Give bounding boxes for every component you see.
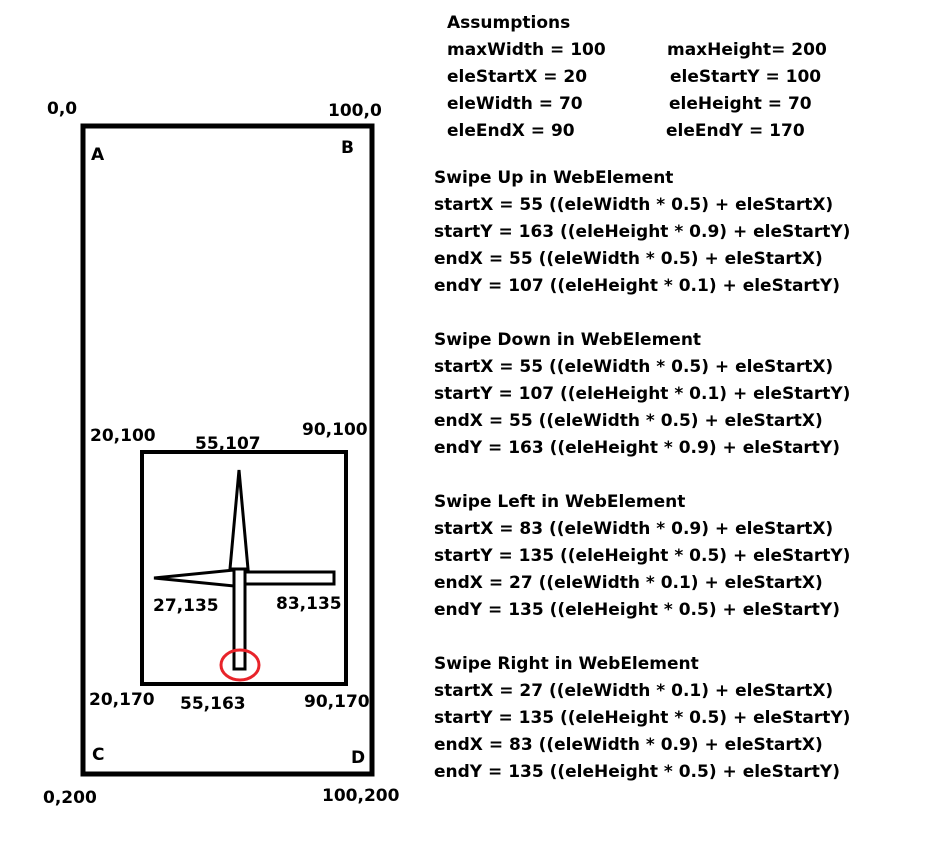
swipe-right-bar — [243, 570, 336, 586]
swipe-left-title: Swipe Left in WebElement — [434, 492, 686, 512]
assumption-right-3: eleHeight = 70 — [669, 94, 812, 114]
swipe-left-arrow — [153, 568, 236, 588]
point-label-left: 27,135 — [153, 596, 219, 616]
assumption-left-4: eleEndX = 90 — [447, 121, 575, 141]
swipe-right-line-2: startY = 135 ((eleHeight * 0.5) + eleSta… — [434, 708, 851, 728]
point-label-top: 55,107 — [195, 434, 261, 454]
swipe-right-title: Swipe Right in WebElement — [434, 654, 699, 674]
corner-letter-b: B — [341, 138, 354, 158]
swipe-up-line-1: startX = 55 ((eleWidth * 0.5) + eleStart… — [434, 195, 834, 215]
swipe-left-line-4: endY = 135 ((eleHeight * 0.5) + eleStart… — [434, 600, 841, 620]
swipe-down-title: Swipe Down in WebElement — [434, 330, 702, 350]
swipe-down-line-2: startY = 107 ((eleHeight * 0.1) + eleSta… — [434, 384, 851, 404]
swipe-vertical-shaft — [232, 567, 247, 671]
swipe-down-line-4: endY = 163 ((eleHeight * 0.9) + eleStart… — [434, 438, 841, 458]
start-point-highlight-circle — [219, 648, 261, 682]
swipe-right-line-3: endX = 83 ((eleWidth * 0.9) + eleStartX) — [434, 735, 823, 755]
point-label-right: 83,135 — [276, 594, 342, 614]
assumptions-title: Assumptions — [447, 13, 571, 33]
swipe-right-line-1: startX = 27 ((eleWidth * 0.1) + eleStart… — [434, 681, 834, 701]
corner-label-top-left: 0,0 — [47, 99, 78, 119]
corner-letter-c: C — [92, 745, 105, 765]
device-screen-outline — [80, 123, 375, 777]
element-corner-top-left: 20,100 — [90, 426, 156, 446]
corner-label-bottom-right: 100,200 — [322, 786, 400, 806]
swipe-down-line-1: startX = 55 ((eleWidth * 0.5) + eleStart… — [434, 357, 834, 377]
assumption-right-4: eleEndY = 170 — [666, 121, 805, 141]
corner-letter-d: D — [351, 748, 366, 768]
swipe-up-line-3: endX = 55 ((eleWidth * 0.5) + eleStartX) — [434, 249, 823, 269]
swipe-left-line-1: startX = 83 ((eleWidth * 0.9) + eleStart… — [434, 519, 834, 539]
corner-letter-a: A — [91, 145, 105, 165]
assumption-left-2: eleStartX = 20 — [447, 67, 588, 87]
point-label-bottom: 55,163 — [180, 694, 246, 714]
corner-label-bottom-left: 0,200 — [43, 788, 97, 808]
swipe-down-line-3: endX = 55 ((eleWidth * 0.5) + eleStartX) — [434, 411, 823, 431]
swipe-up-title: Swipe Up in WebElement — [434, 168, 674, 188]
assumption-right-2: eleStartY = 100 — [670, 67, 822, 87]
swipe-left-line-2: startY = 135 ((eleHeight * 0.5) + eleSta… — [434, 546, 851, 566]
swipe-up-arrow — [228, 469, 250, 571]
assumption-left-3: eleWidth = 70 — [447, 94, 583, 114]
element-corner-bottom-right: 90,170 — [304, 692, 370, 712]
swipe-up-line-4: endY = 107 ((eleHeight * 0.1) + eleStart… — [434, 276, 841, 296]
assumption-right-1: maxHeight= 200 — [667, 40, 827, 60]
element-corner-bottom-left: 20,170 — [89, 690, 155, 710]
assumption-left-1: maxWidth = 100 — [447, 40, 606, 60]
swipe-right-line-4: endY = 135 ((eleHeight * 0.5) + eleStart… — [434, 762, 841, 782]
web-element-outline — [140, 450, 348, 686]
corner-label-top-right: 100,0 — [328, 101, 382, 121]
swipe-left-line-3: endX = 27 ((eleWidth * 0.1) + eleStartX) — [434, 573, 823, 593]
element-corner-top-right: 90,100 — [302, 420, 368, 440]
swipe-up-line-2: startY = 163 ((eleHeight * 0.9) + eleSta… — [434, 222, 851, 242]
